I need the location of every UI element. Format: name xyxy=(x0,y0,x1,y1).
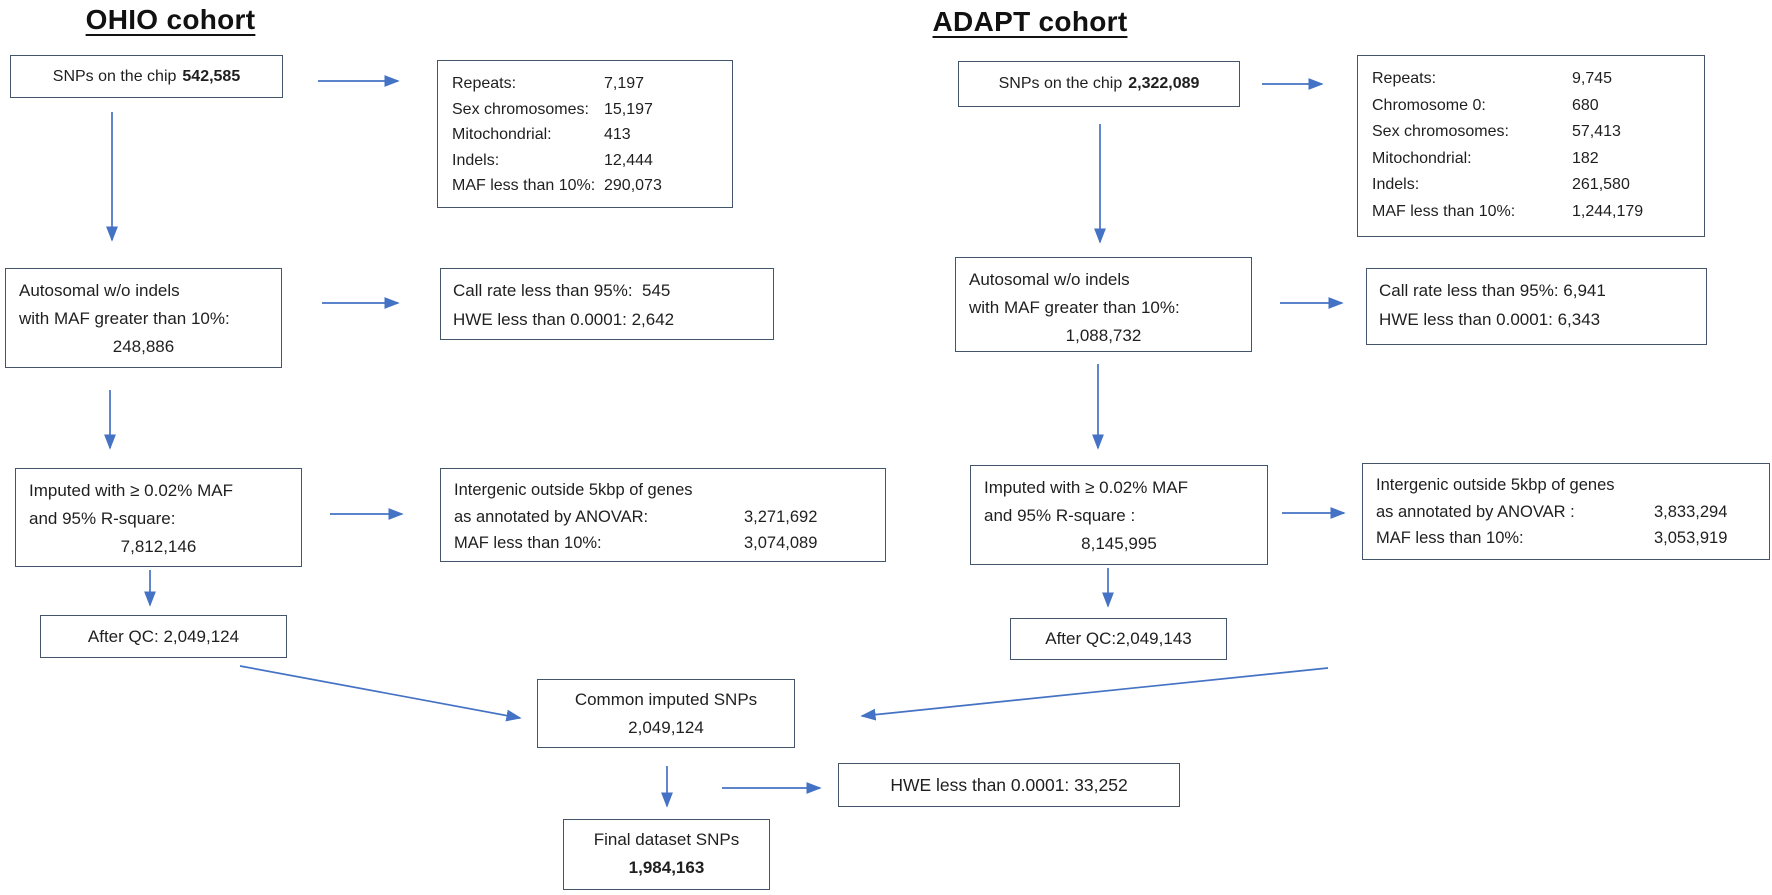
adapt-chip-value: 2,322,089 xyxy=(1128,75,1200,92)
excluded-label: Mitochondrial: xyxy=(1372,149,1472,167)
common-imputed-snps-box: Common imputed SNPs 2,049,124 xyxy=(537,679,795,748)
adapt-snps-on-chip-box: SNPs on the chip 2,322,089 xyxy=(958,61,1240,107)
list-item: Sex chromosomes: 15,197 xyxy=(452,97,718,123)
excluded-label: Repeats: xyxy=(1372,70,1437,87)
excluded-value: 12,444 xyxy=(604,151,653,169)
adapt-chip-label: SNPs on the chip xyxy=(998,75,1123,92)
autosomal-value: 1,088,732 xyxy=(1065,326,1142,345)
list-item: Mitochondrial: 182 xyxy=(1372,146,1690,173)
autosomal-value: 248,886 xyxy=(112,337,175,356)
excluded-label: Mitochondrial: xyxy=(452,126,552,143)
common-line1: Common imputed SNPs xyxy=(574,690,758,709)
list-item: Mitochondrial: 413 xyxy=(452,122,718,148)
imputed-line2: and 95% R-square : xyxy=(984,506,1136,525)
intergenic-value: 3,074,089 xyxy=(744,534,818,552)
list-item: Indels: 12,444 xyxy=(452,148,718,174)
list-item: Repeats: 9,745 xyxy=(1372,66,1690,93)
excluded-value: 413 xyxy=(604,126,631,143)
intergenic-label: MAF less than 10%: xyxy=(1376,529,1524,547)
ohio-callrate-hwe-box: Call rate less than 95%: 545 HWE less th… xyxy=(440,268,774,340)
common-value: 2,049,124 xyxy=(628,718,704,737)
excluded-label: Repeats: xyxy=(452,75,517,92)
intergenic-label: MAF less than 10%: xyxy=(454,534,602,552)
imputed-line2: and 95% R-square: xyxy=(29,509,176,528)
excluded-label: Indels: xyxy=(452,151,500,169)
ohio-cohort-title: OHIO cohort xyxy=(85,4,256,35)
ohio-snps-on-chip-box: SNPs on the chip 542,585 xyxy=(10,55,283,98)
excluded-label: Sex chromosomes: xyxy=(452,100,589,118)
list-item: MAF less than 10%: 3,074,089 xyxy=(454,530,872,557)
intergenic-line1: Intergenic outside 5kbp of genes xyxy=(454,481,693,499)
ohio-excluded-snps-box: Repeats: 7,197 Sex chromosomes: 15,197 M… xyxy=(437,60,733,208)
excluded-label: MAF less than 10%: xyxy=(1372,202,1516,220)
list-item: Sex chromosomes: 57,413 xyxy=(1372,119,1690,146)
final-value: 1,984,163 xyxy=(628,858,705,877)
adapt-imputed-box: Imputed with ≥ 0.02% MAF and 95% R-squar… xyxy=(970,465,1268,565)
list-item: Indels: 261,580 xyxy=(1372,172,1690,199)
autosomal-line2: with MAF greater than 10%: xyxy=(969,298,1180,317)
excluded-label: Chromosome 0: xyxy=(1372,96,1486,114)
adapt-after-qc-box: After QC:2,049,143 xyxy=(1010,618,1227,660)
excluded-label: Indels: xyxy=(1372,176,1420,193)
list-item: as annotated by ANOVAR: 3,271,692 xyxy=(454,504,872,531)
intergenic-line1: Intergenic outside 5kbp of genes xyxy=(1376,476,1615,494)
intergenic-value: 3,271,692 xyxy=(744,507,818,526)
excluded-value: 680 xyxy=(1572,96,1599,114)
ohio-chip-label: SNPs on the chip xyxy=(52,67,177,85)
list-item: MAF less than 10%: 3,053,919 xyxy=(1376,525,1756,552)
imputed-value: 7,812,146 xyxy=(120,537,197,556)
excluded-value: 7,197 xyxy=(604,75,645,92)
autosomal-line1: Autosomal w/o indels xyxy=(19,281,180,300)
autosomal-line1: Autosomal w/o indels xyxy=(969,270,1130,289)
list-item: MAF less than 10%: 1,244,179 xyxy=(1372,199,1690,226)
ohio-after-qc-box: After QC: 2,049,124 xyxy=(40,615,287,658)
final-dataset-box: Final dataset SNPs 1,984,163 xyxy=(563,819,770,890)
intergenic-label: as annotated by ANOVAR : xyxy=(1376,502,1575,521)
autosomal-line2: with MAF greater than 10%: xyxy=(19,309,230,328)
ohio-autosomal-box: Autosomal w/o indels with MAF greater th… xyxy=(5,268,282,368)
final-line1: Final dataset SNPs xyxy=(593,830,740,849)
imputed-value: 8,145,995 xyxy=(1081,534,1157,553)
imputed-line1: Imputed with ≥ 0.02% MAF xyxy=(29,481,233,500)
excluded-value: 182 xyxy=(1572,149,1599,167)
callrate-line: Call rate less than 95%: 545 xyxy=(453,281,671,300)
excluded-value: 57,413 xyxy=(1572,123,1621,140)
hwe-line: HWE less than 0.0001: 2,642 xyxy=(453,310,675,329)
excluded-value: 1,244,179 xyxy=(1572,202,1644,220)
intergenic-value: 3,833,294 xyxy=(1654,502,1728,521)
ohio-intergenic-box: Intergenic outside 5kbp of genes as anno… xyxy=(440,468,886,562)
excluded-label: Sex chromosomes: xyxy=(1372,123,1509,140)
intergenic-label: as annotated by ANOVAR: xyxy=(454,507,649,526)
ohio-chip-value: 542,585 xyxy=(182,67,241,85)
merged-hwe-box: HWE less than 0.0001: 33,252 xyxy=(838,763,1180,807)
excluded-value: 261,580 xyxy=(1572,176,1630,193)
hwe-line: HWE less than 0.0001: 6,343 xyxy=(1379,310,1601,329)
list-item: MAF less than 10%: 290,073 xyxy=(452,173,718,199)
intergenic-value: 3,053,919 xyxy=(1654,529,1728,547)
list-item: as annotated by ANOVAR : 3,833,294 xyxy=(1376,499,1756,526)
excluded-label: MAF less than 10%: xyxy=(452,177,596,194)
ohio-imputed-box: Imputed with ≥ 0.02% MAF and 95% R-squar… xyxy=(15,468,302,567)
arrow-ohio-afterqc-to-common xyxy=(239,665,522,722)
arrow-adapt-afterqc-to-common xyxy=(860,667,1329,721)
adapt-excluded-snps-box: Repeats: 9,745 Chromosome 0: 680 Sex chr… xyxy=(1357,55,1705,237)
callrate-line: Call rate less than 95%: 6,941 xyxy=(1379,281,1606,300)
adapt-autosomal-box: Autosomal w/o indels with MAF greater th… xyxy=(955,257,1252,352)
adapt-intergenic-box: Intergenic outside 5kbp of genes as anno… xyxy=(1362,463,1770,560)
list-item: Chromosome 0: 680 xyxy=(1372,93,1690,120)
adapt-callrate-hwe-box: Call rate less than 95%: 6,941 HWE less … xyxy=(1366,268,1707,345)
excluded-value: 15,197 xyxy=(604,100,653,118)
excluded-value: 290,073 xyxy=(604,177,662,194)
imputed-line1: Imputed with ≥ 0.02% MAF xyxy=(984,478,1188,497)
excluded-value: 9,745 xyxy=(1572,70,1613,87)
list-item: Repeats: 7,197 xyxy=(452,71,718,97)
adapt-cohort-title: ADAPT cohort xyxy=(932,6,1128,37)
